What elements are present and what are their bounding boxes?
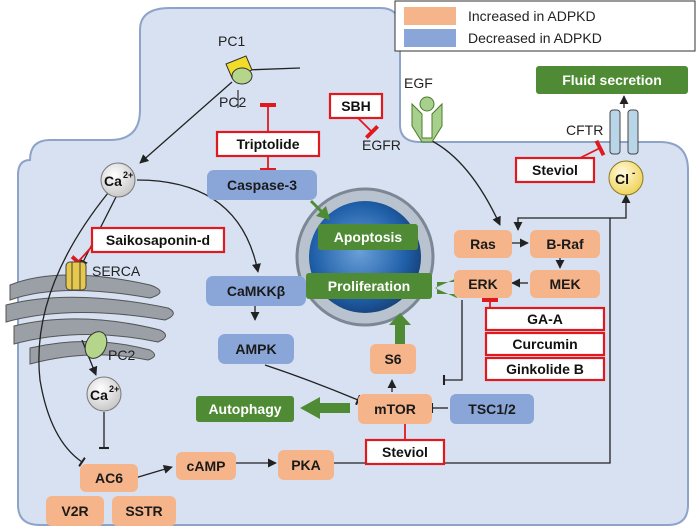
pc2-er-label: PC2 (108, 347, 135, 363)
outcome-arrows (300, 200, 457, 419)
pc1-label: PC1 (218, 33, 245, 49)
outcome-fluid-secretion: Fluid secretion (536, 66, 688, 94)
svg-text:Autophagy: Autophagy (208, 401, 281, 417)
calcium-ion-top: Ca 2+ (100, 162, 136, 198)
egf-label: EGF (404, 75, 433, 91)
svg-text:Steviol: Steviol (532, 162, 578, 178)
svg-text:Caspase-3: Caspase-3 (227, 177, 297, 193)
calcium-ion-bottom: Ca 2+ (86, 376, 122, 412)
svg-text:TSC1/2: TSC1/2 (468, 401, 516, 417)
node-mek: MEK (530, 270, 600, 298)
svg-text:AC6: AC6 (95, 470, 123, 486)
inhibitor-sbh: SBH (328, 92, 384, 120)
svg-text:S6: S6 (384, 351, 401, 367)
node-s6: S6 (370, 344, 416, 374)
legend-increased-swatch (404, 7, 456, 25)
svg-text:SSTR: SSTR (125, 503, 162, 519)
svg-text:Ginkolide B: Ginkolide B (506, 361, 584, 377)
chloride-sup: - (632, 168, 635, 179)
chloride-main: Cl (615, 171, 629, 187)
node-ras: Ras (454, 230, 512, 258)
svg-text:MEK: MEK (549, 276, 580, 292)
node-camp: cAMP (176, 452, 236, 480)
node-braf: B-Raf (530, 230, 600, 258)
node-v2r: V2R (46, 496, 104, 526)
inhibitor-triptolide: Triptolide (215, 130, 321, 158)
svg-text:Steviol: Steviol (382, 444, 428, 460)
calcium-bottom-main: Ca (90, 387, 108, 403)
legend-decreased-label: Decreased in ADPKD (468, 30, 602, 46)
svg-text:B-Raf: B-Raf (546, 236, 584, 252)
svg-text:Fluid secretion: Fluid secretion (562, 72, 662, 88)
serca-label: SERCA (92, 263, 141, 279)
svg-text:ERK: ERK (468, 276, 498, 292)
cftr-channel (609, 109, 639, 155)
svg-text:V2R: V2R (61, 503, 88, 519)
svg-text:cAMP: cAMP (187, 458, 226, 474)
svg-text:Apoptosis: Apoptosis (334, 229, 403, 245)
connections (38, 67, 631, 479)
svg-text:Triptolide: Triptolide (237, 136, 300, 152)
inhibitor-steviol-mtor: Steviol (364, 438, 446, 466)
serca-pump (65, 261, 87, 291)
calcium-bottom-sup: 2+ (109, 384, 119, 394)
pc1-receptor (225, 55, 253, 108)
inhibitor-ginkolide: Ginkolide B (484, 356, 606, 382)
svg-text:Curcumin: Curcumin (512, 336, 577, 352)
node-mtor: mTOR (358, 394, 432, 424)
legend-decreased-swatch (404, 29, 456, 47)
node-ampk: AMPK (218, 334, 294, 364)
cftr-label: CFTR (566, 122, 603, 138)
node-camkkb: CaMKKβ (206, 276, 306, 306)
inhibitor-ga-a: GA-A (484, 306, 606, 332)
svg-text:PKA: PKA (291, 457, 321, 473)
node-ac6: AC6 (80, 464, 138, 492)
svg-text:GA-A: GA-A (527, 311, 563, 327)
svg-text:CaMKKβ: CaMKKβ (227, 283, 286, 299)
chloride-ion: Cl - (608, 160, 644, 196)
svg-text:Ras: Ras (470, 236, 496, 252)
pc2-top-label: PC2 (219, 94, 246, 110)
outcome-proliferation: Proliferation (306, 273, 432, 299)
node-tsc: TSC1/2 (450, 394, 534, 424)
inhibitor-curcumin: Curcumin (484, 331, 606, 357)
calcium-top-sup: 2+ (123, 170, 133, 180)
svg-text:mTOR: mTOR (374, 401, 416, 417)
egfr-label: EGFR (362, 137, 401, 153)
egf-receptor (411, 96, 443, 143)
svg-text:AMPK: AMPK (235, 341, 276, 357)
pc2-er-channel (84, 331, 108, 359)
legend: Increased in ADPKD Decreased in ADPKD (394, 0, 696, 52)
node-pka: PKA (278, 450, 334, 480)
legend-increased-label: Increased in ADPKD (468, 8, 596, 24)
inhibitor-saikosaponin: Saikosaponin-d (90, 226, 226, 254)
node-sstr: SSTR (112, 496, 176, 526)
svg-text:Proliferation: Proliferation (328, 278, 410, 294)
svg-text:Saikosaponin-d: Saikosaponin-d (106, 232, 210, 248)
svg-text:SBH: SBH (341, 98, 371, 114)
node-caspase3: Caspase-3 (207, 170, 317, 200)
calcium-top-main: Ca (104, 173, 122, 189)
inhibitor-steviol-cftr: Steviol (514, 156, 596, 184)
outcome-apoptosis: Apoptosis (318, 224, 418, 250)
node-erk: ERK (454, 270, 512, 298)
outcome-autophagy: Autophagy (196, 396, 294, 422)
